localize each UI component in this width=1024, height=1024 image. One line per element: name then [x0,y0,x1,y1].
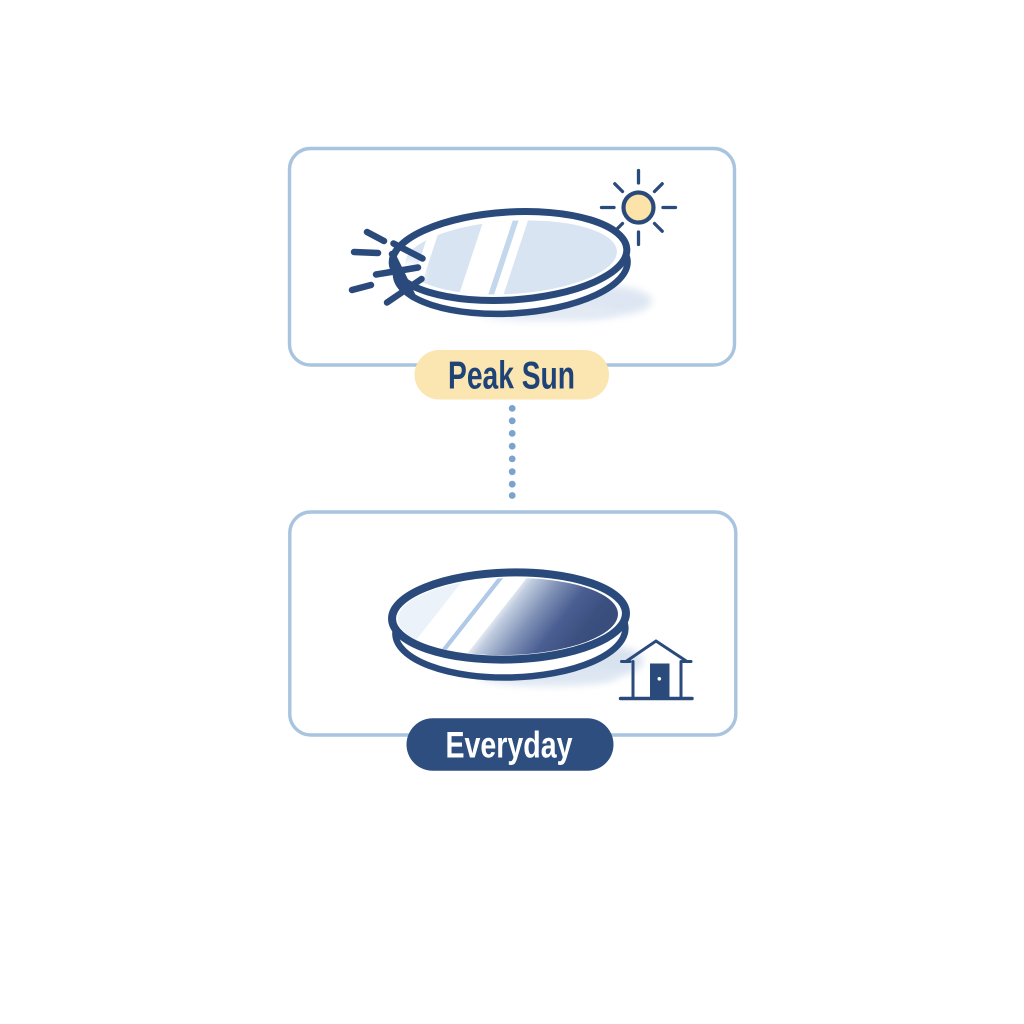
svg-text:Peak Sun: Peak Sun [448,354,575,397]
svg-text:Everyday: Everyday [446,723,573,765]
